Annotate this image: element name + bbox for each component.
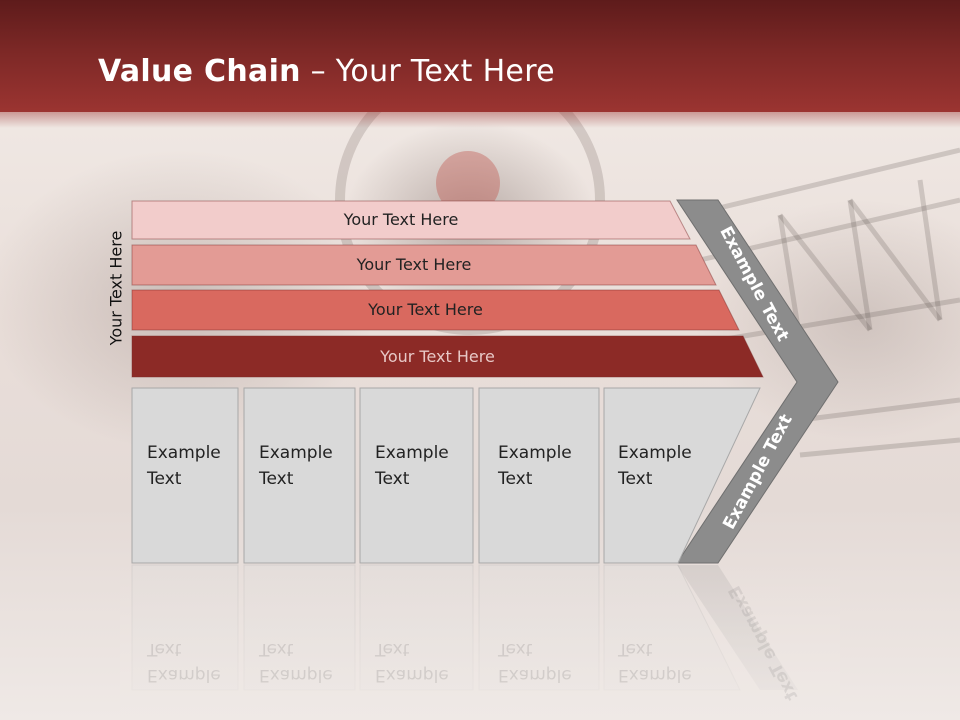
slide-title: Value Chain – Your Text Here [98, 54, 555, 89]
example-box-3 [359, 387, 474, 564]
example-box-line1: Example [498, 443, 572, 463]
example-box-line1: Example [618, 443, 692, 463]
value-chain-row-3 [131, 289, 740, 331]
value-chain-row-1 [131, 200, 691, 240]
reflection-fade [120, 565, 840, 720]
example-box-line2: Text [375, 469, 410, 489]
example-box-line1: Example [375, 443, 449, 463]
value-chain-row-4 [131, 335, 764, 378]
value-chain-row-label-4: Your Text Here [380, 346, 495, 366]
example-box-5 [603, 387, 761, 564]
value-chain-chevron [676, 199, 839, 564]
example-box-line2: Text [618, 469, 653, 489]
value-chain-row-label-1: Your Text Here [343, 210, 459, 229]
title-bar-fade [0, 108, 960, 128]
example-box-line2: Text [259, 469, 294, 489]
example-box-1 [131, 387, 239, 564]
slide-title-rest: – Your Text Here [300, 54, 555, 89]
value-chain-row-label-2: Your Text Here [356, 255, 472, 274]
value-chain-row-2 [131, 244, 717, 286]
example-box-line1: Example [147, 443, 221, 463]
example-box-line2: Text [147, 469, 182, 489]
example-box-2 [243, 387, 356, 564]
example-box-4 [478, 387, 600, 564]
title-bar [0, 0, 960, 112]
example-box-line1: Example [259, 443, 333, 463]
slide-title-bold: Value Chain [98, 54, 301, 89]
value-chain-row-label-3: Your Text Here [368, 300, 483, 319]
example-box-line2: Text [498, 469, 533, 489]
